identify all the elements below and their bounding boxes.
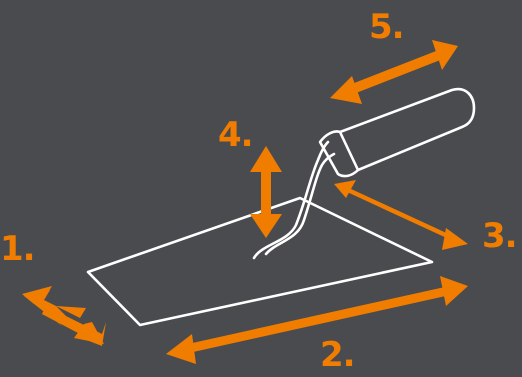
label-5: 5. [369,7,405,47]
label-2: 2. [320,335,356,375]
arrow-4-icon [250,146,282,238]
arrow-1-icon [22,286,106,346]
trowel-ferrule-icon [318,130,360,178]
arrow-3-icon [334,180,468,250]
trowel-handle-icon [339,87,476,172]
arrow-5-icon [330,40,458,104]
label-1: 1. [0,229,36,269]
label-3: 3. [482,216,518,256]
arrow-2-icon [166,276,468,364]
trowel-blade-icon [86,196,434,327]
trowel-neck-icon [252,140,336,260]
label-4: 4. [218,115,254,155]
